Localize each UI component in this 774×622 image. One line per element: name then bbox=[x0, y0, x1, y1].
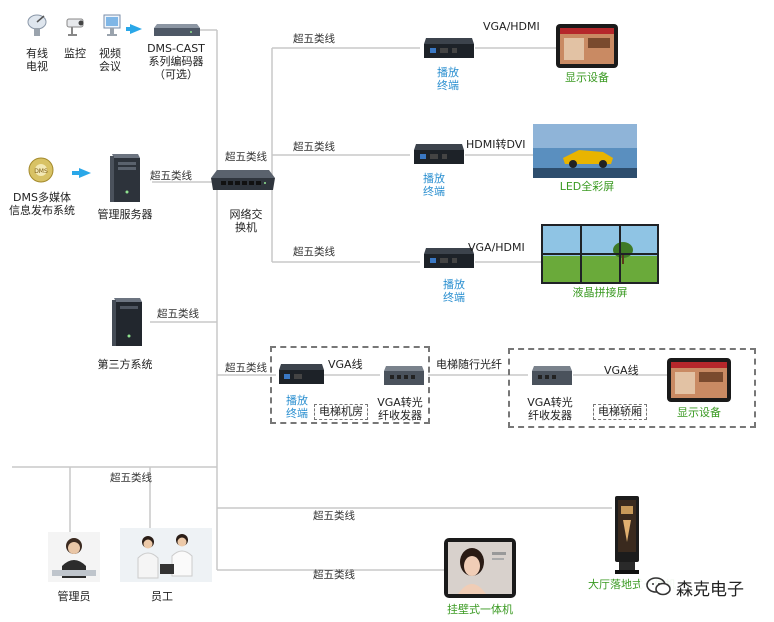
cable-label: 超五类线 bbox=[157, 308, 199, 320]
administrator-photo bbox=[48, 532, 100, 582]
cable-label: 超五类线 bbox=[313, 569, 355, 581]
arrow-right-icon bbox=[126, 27, 132, 31]
video-wall-label: 液晶拼接屏 bbox=[572, 286, 628, 299]
monitoring-label: 监控 bbox=[64, 47, 86, 60]
elevator-car-label: 电梯轿厢 bbox=[598, 405, 642, 418]
server-tower-icon bbox=[110, 154, 140, 202]
administrator-label: 管理员 bbox=[57, 590, 91, 603]
dms-system-label: DMS多媒体 信息发布系统 bbox=[9, 191, 75, 217]
machine-room-group bbox=[270, 346, 430, 424]
cable-tv-label: 有线 电视 bbox=[26, 47, 48, 73]
fiber-converter-label: VGA转光 纤收发器 bbox=[377, 396, 423, 422]
encoder-icon bbox=[154, 24, 200, 36]
server-tower-icon bbox=[112, 298, 142, 346]
staff-label: 员工 bbox=[151, 590, 173, 603]
network-switch-icon bbox=[211, 170, 275, 190]
display-label: 显示设备 bbox=[677, 406, 721, 419]
staff-photo bbox=[120, 528, 212, 582]
fiber-converter-label: VGA转光 纤收发器 bbox=[527, 396, 573, 422]
vga-line-label: VGA线 bbox=[328, 358, 363, 371]
display-monitor-icon bbox=[556, 24, 618, 68]
vga-line-label: VGA线 bbox=[604, 364, 639, 377]
cable-label: 超五类线 bbox=[293, 33, 335, 45]
fiber-label: 电梯随行光纤 bbox=[436, 358, 502, 371]
player-terminal-icon bbox=[279, 364, 324, 384]
elevator-car-group bbox=[508, 348, 756, 428]
watermark-text: 森克电子 bbox=[676, 579, 744, 600]
player-terminal-icon bbox=[414, 144, 464, 164]
cable-label: 超五类线 bbox=[293, 246, 335, 258]
signal-label: VGA/HDMI bbox=[483, 20, 540, 33]
player-terminal-icon bbox=[424, 38, 474, 58]
wechat-icon bbox=[646, 577, 671, 596]
elevator-car-box bbox=[593, 404, 647, 420]
player-terminal-label: 播放 终端 bbox=[437, 66, 459, 92]
led-screen-icon bbox=[533, 124, 637, 178]
cable-label: 超五类线 bbox=[110, 472, 152, 484]
player-terminal-label: 播放 终端 bbox=[286, 394, 308, 420]
fiber-converter-icon bbox=[384, 366, 424, 385]
wall-mounted-unit-icon bbox=[444, 538, 516, 598]
video-wall-icon bbox=[541, 224, 659, 284]
management-server-label: 管理服务器 bbox=[97, 208, 153, 221]
switch-label: 网络交 换机 bbox=[229, 208, 263, 234]
third-party-label: 第三方系统 bbox=[97, 358, 153, 371]
cable-label: 超五类线 bbox=[150, 170, 192, 182]
arrow-right-icon bbox=[130, 24, 142, 34]
camera-icon bbox=[66, 18, 84, 36]
encoder-label: DMS-CAST 系列编码器 （可选） bbox=[147, 42, 205, 81]
arrow-right-icon bbox=[79, 168, 91, 178]
cable-label: 超五类线 bbox=[313, 510, 355, 522]
cable-label: 超五类线 bbox=[225, 151, 267, 163]
player-terminal-icon bbox=[424, 248, 474, 268]
svg-text:DMS: DMS bbox=[34, 168, 48, 175]
display-label: 显示设备 bbox=[565, 71, 609, 84]
disc-icon: DMS bbox=[28, 157, 54, 183]
cable-label: 超五类线 bbox=[293, 141, 335, 153]
wall-unit-label: 挂壁式一体机 bbox=[447, 603, 513, 616]
machine-room-box bbox=[314, 404, 368, 420]
player-terminal-label: 播放 终端 bbox=[443, 278, 465, 304]
satellite-dish-icon bbox=[27, 14, 47, 36]
signal-label: VGA/HDMI bbox=[468, 241, 525, 254]
machine-room-label: 电梯机房 bbox=[319, 405, 363, 418]
arrow-right-icon bbox=[72, 171, 80, 175]
player-terminal-label: 播放 终端 bbox=[423, 172, 445, 198]
led-screen-label: LED全彩屏 bbox=[559, 180, 615, 193]
kiosk-icon bbox=[615, 496, 639, 574]
display-monitor-icon bbox=[667, 358, 731, 402]
video-conference-label: 视频 会议 bbox=[99, 47, 121, 73]
fiber-converter-icon bbox=[532, 366, 572, 385]
cable-label: 超五类线 bbox=[225, 362, 267, 374]
watermark: 森克电子 bbox=[640, 572, 750, 602]
signal-label: HDMI转DVI bbox=[466, 138, 526, 151]
video-conference-icon bbox=[103, 14, 121, 36]
